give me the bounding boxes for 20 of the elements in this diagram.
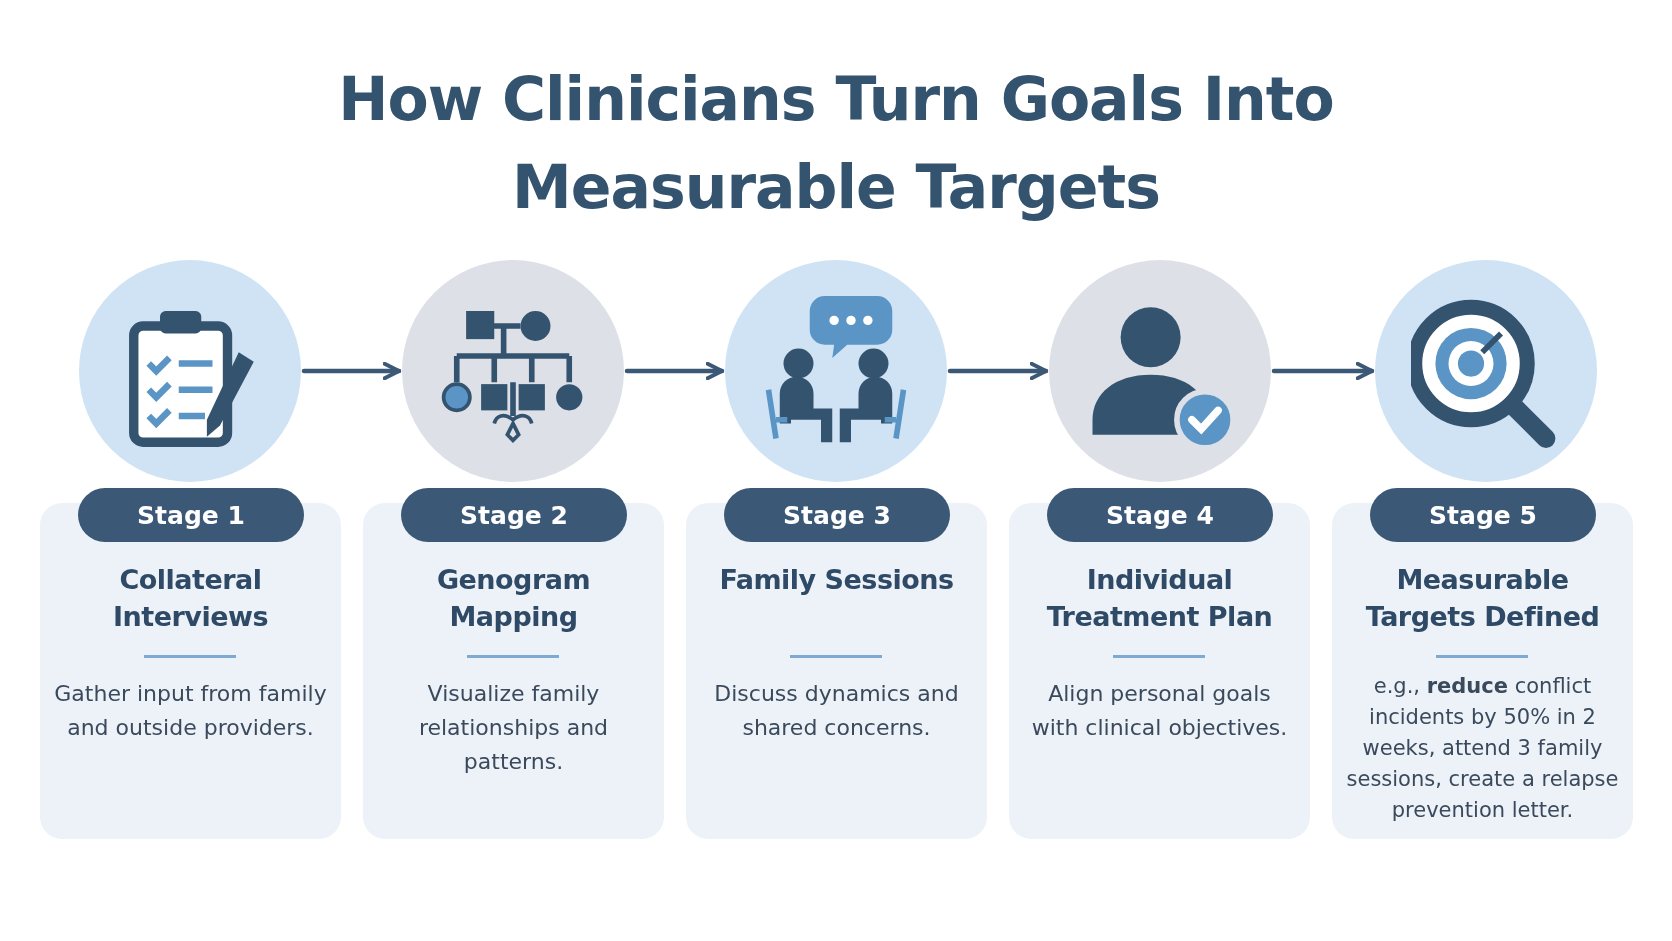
title: How Clinicians Turn Goals Into Measurable Targets [337, 63, 1335, 224]
stage-badge: Stage 4 [1047, 488, 1273, 542]
arrow [1271, 361, 1375, 381]
stage-heading: Measurable Targets Defined [1364, 563, 1601, 634]
arrow [624, 361, 725, 381]
stage-description: Align personal goals with clinical objectives. [1030, 680, 1289, 742]
stage-badge: Stage 1 [78, 488, 304, 542]
stage-description: Gather input from family and outside providers. [54, 680, 327, 742]
stage-heading: Individual Treatment Plan [1045, 563, 1274, 634]
stage-description: Visualize family relationships and patterns. [417, 680, 610, 776]
stage-heading: Genogram Mapping [435, 563, 592, 634]
stage-description: Discuss dynamics and shared concerns. [713, 680, 960, 742]
stage-heading: Collateral Interviews [112, 563, 269, 634]
arrow [947, 361, 1049, 381]
stage-badge: Stage 3 [724, 488, 950, 542]
stage-heading: Family Sessions [718, 563, 955, 597]
stage-badge: Stage 5 [1370, 488, 1596, 542]
stage-description: e.g., reduce conflict incidents by 50% in 2 weeks, attend 3 family sessions, create a relapse prevention letter. [1345, 673, 1620, 824]
arrow [301, 361, 402, 381]
stage-badge: Stage 2 [401, 488, 627, 542]
